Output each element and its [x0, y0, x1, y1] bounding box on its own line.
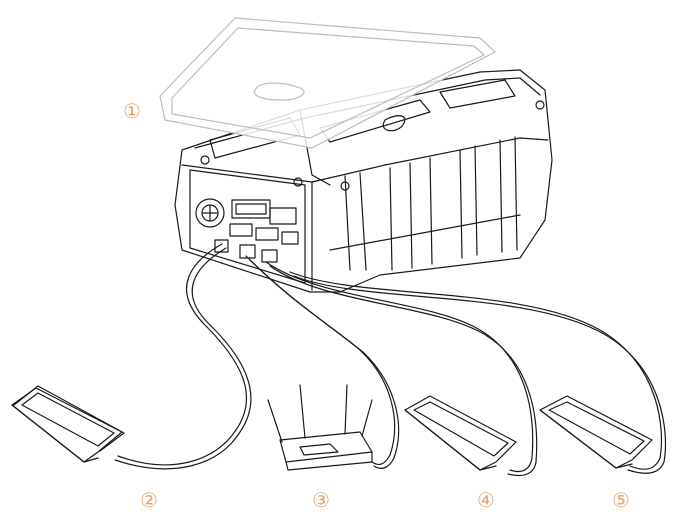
smartphone-icon: [404, 395, 517, 471]
callout-2: ②: [140, 488, 158, 512]
callout-4: ④: [477, 488, 495, 512]
callout-5: ⑤: [612, 488, 630, 512]
callout-3: ③: [312, 488, 330, 512]
cable-to-phone-4: [265, 261, 538, 477]
wifi-router-icon: [267, 384, 373, 471]
cable-to-phone-2: [114, 243, 252, 470]
cable-to-phone-5: [289, 271, 667, 474]
smartphone-icon: [11, 385, 125, 463]
smartphone-icon: [539, 395, 653, 469]
callout-1: ①: [123, 99, 141, 123]
phone-wireless-charging-icon: [159, 17, 496, 149]
cable-to-router: [245, 255, 400, 469]
